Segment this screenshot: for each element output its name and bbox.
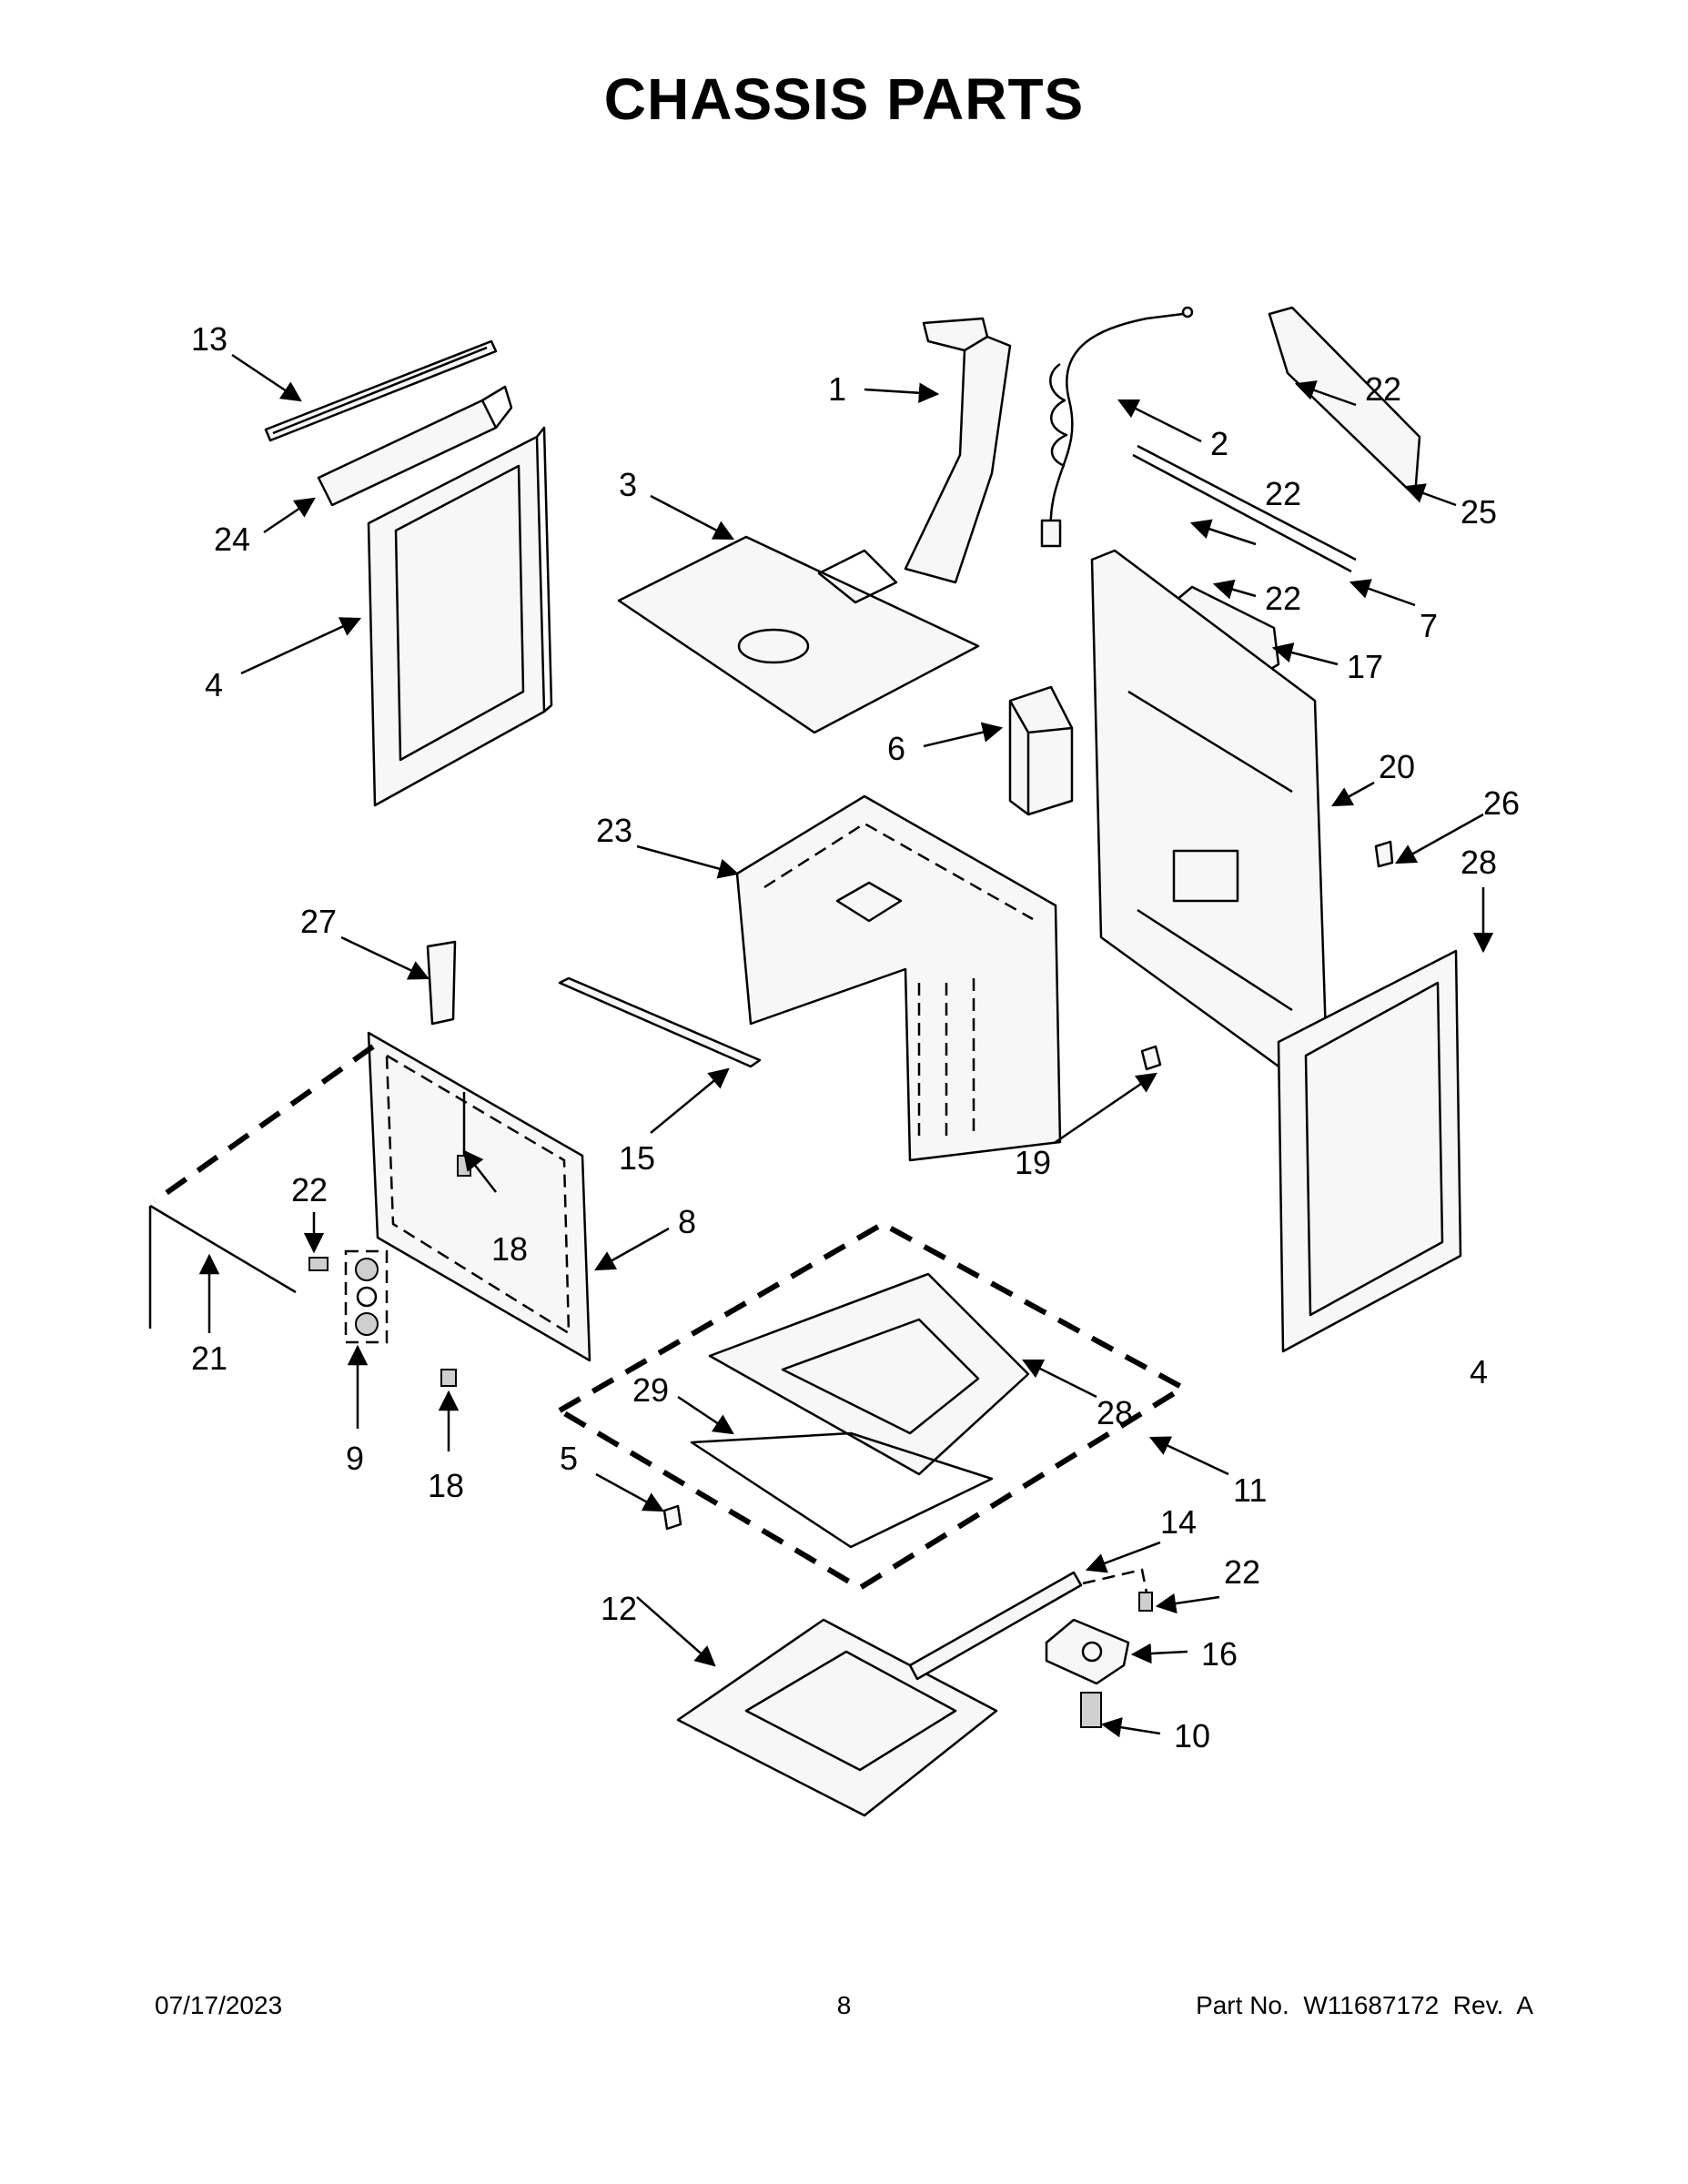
part-2-power-cord <box>1040 306 1194 548</box>
leader-lines <box>198 353 1494 1738</box>
part-1-vent-duct <box>904 317 1012 584</box>
part-8-front-frame <box>367 1031 591 1362</box>
part-12-bottom-tray <box>676 1618 998 1817</box>
callout-25: 25 <box>1461 493 1497 531</box>
part-27-hinge-bracket <box>426 940 457 1026</box>
callout-22-left: 22 <box>291 1171 328 1208</box>
callout-20: 20 <box>1379 748 1415 785</box>
part-24-bracket <box>317 385 513 507</box>
callout-4-right: 4 <box>1470 1353 1488 1390</box>
part-22-screw-left <box>308 1257 329 1271</box>
callout-18-lower: 18 <box>428 1467 464 1504</box>
callout-21: 21 <box>191 1340 227 1377</box>
page-title: CHASSIS PARTS <box>603 66 1085 132</box>
callout-22-bracket: 22 <box>1265 580 1301 617</box>
callout-4-left: 4 <box>205 666 223 703</box>
part-26-clip <box>1374 840 1394 868</box>
callout-7: 7 <box>1420 607 1438 644</box>
callout-28-right: 28 <box>1461 844 1497 881</box>
callout-8: 8 <box>678 1203 696 1240</box>
part-23-oven-cavity <box>735 794 1062 1162</box>
part-6-box <box>1008 685 1074 816</box>
callout-14: 14 <box>1160 1503 1197 1541</box>
callout-3: 3 <box>619 466 637 503</box>
part-20-rear-panel <box>1090 549 1329 1085</box>
callout-16: 16 <box>1201 1635 1238 1673</box>
callout-15: 15 <box>619 1139 655 1177</box>
callout-27: 27 <box>300 903 337 940</box>
part-4-left-side-panel <box>367 426 553 807</box>
part-4-right-side-panel <box>1277 949 1462 1353</box>
part-9-latch-assembly <box>344 1249 389 1344</box>
part-3-top-panel <box>617 535 980 734</box>
part-22-screw-bottom <box>1138 1592 1153 1612</box>
callout-17: 17 <box>1347 648 1383 685</box>
part-11-bottom-assembly <box>554 1220 1188 1592</box>
callout-19: 19 <box>1015 1144 1051 1181</box>
callout-5: 5 <box>560 1440 578 1477</box>
callout-13: 13 <box>191 320 227 358</box>
callout-22-bottom: 22 <box>1224 1553 1260 1591</box>
part-18-screw-lower <box>440 1369 457 1387</box>
callout-11: 11 <box>1233 1471 1267 1509</box>
callout-2: 2 <box>1210 425 1228 462</box>
footer-part-number: Part No. W11687172 Rev. A <box>1196 1991 1533 2019</box>
callout-labels: 1 2 3 4 4 5 6 7 8 9 10 11 12 13 14 15 16… <box>191 320 1520 1754</box>
callout-18-upper: 18 <box>491 1230 528 1268</box>
footer-page-number: 8 <box>836 1991 852 2019</box>
callout-29: 29 <box>632 1371 669 1409</box>
footer-date: 07/17/2023 <box>155 1991 283 2019</box>
callout-24: 24 <box>214 521 250 558</box>
part-5-clip <box>662 1504 682 1531</box>
callout-22-middle: 22 <box>1265 475 1301 512</box>
callout-26: 26 <box>1483 784 1520 822</box>
callout-10: 10 <box>1174 1717 1210 1754</box>
callout-9: 9 <box>346 1440 364 1477</box>
part-19-clip <box>1140 1045 1162 1071</box>
callout-23: 23 <box>596 812 632 849</box>
part-15-strip <box>558 976 762 1068</box>
callout-22-top-right: 22 <box>1365 370 1401 408</box>
callout-28-bottom: 28 <box>1097 1394 1133 1431</box>
part-10-leveling-leg <box>1080 1692 1102 1728</box>
part-21-lower-panel <box>148 1044 375 1329</box>
callout-12: 12 <box>601 1590 637 1627</box>
part-16-leveling-bracket <box>1045 1618 1130 1685</box>
callout-1: 1 <box>828 370 846 408</box>
part-7-rod <box>1132 444 1357 573</box>
part-13-trim-strip <box>264 339 498 442</box>
part-14-rail <box>908 1568 1150 1681</box>
callout-6: 6 <box>887 730 905 767</box>
